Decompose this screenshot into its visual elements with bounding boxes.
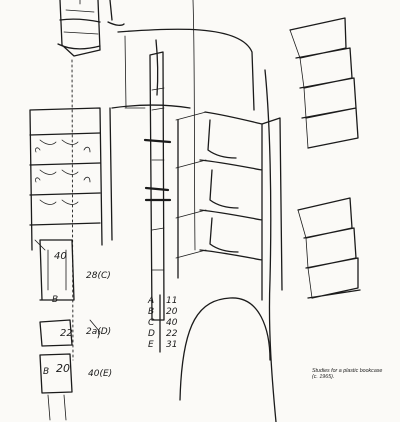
figure-caption: Studies for a plastic bookcase (c. 1965)… bbox=[312, 368, 398, 381]
lower-left-modules bbox=[39, 239, 75, 421]
table-letter: B bbox=[148, 307, 154, 317]
lower-curve-sketch bbox=[179, 297, 271, 401]
dim-label-40: 40 bbox=[54, 251, 67, 262]
table-letter: D bbox=[148, 329, 155, 339]
dim-label-20: 20 bbox=[56, 362, 70, 375]
table-letter: A bbox=[147, 296, 154, 306]
middle-bookcase-sketch bbox=[109, 104, 283, 301]
mark-label-40e: 40(E) bbox=[88, 369, 112, 379]
mark-label-28c: 28(C) bbox=[86, 271, 111, 281]
mark-label-b2: B bbox=[43, 367, 49, 377]
table-letter: E bbox=[148, 340, 154, 350]
annotation-ticks bbox=[34, 239, 101, 339]
table-letter: C bbox=[148, 318, 155, 328]
table-value: 31 bbox=[166, 340, 177, 350]
caption-line: Studies for a plastic bookcase bbox=[312, 368, 383, 374]
top-left-shelf-sketch bbox=[57, 0, 125, 57]
table-value: 22 bbox=[166, 329, 178, 339]
table-value: 40 bbox=[166, 318, 178, 328]
left-stack-sketch bbox=[29, 59, 103, 361]
right-vertical-line bbox=[264, 69, 277, 422]
right-zigzag-shelves bbox=[289, 17, 361, 299]
dimension-table: A 11 B 20 C 40 D 22 E 31 bbox=[147, 294, 178, 353]
dim-label-22: 22 bbox=[60, 328, 73, 339]
mark-label-2ad: 2a(D) bbox=[86, 327, 111, 337]
top-arc-sketch bbox=[117, 28, 255, 111]
table-value: 20 bbox=[166, 307, 178, 317]
vertical-guide-line bbox=[192, 0, 196, 251]
caption-line: (c. 1965). bbox=[312, 374, 335, 381]
central-column-sketch bbox=[143, 39, 172, 321]
mark-label-b: B bbox=[52, 295, 58, 305]
table-value: 11 bbox=[166, 296, 177, 306]
